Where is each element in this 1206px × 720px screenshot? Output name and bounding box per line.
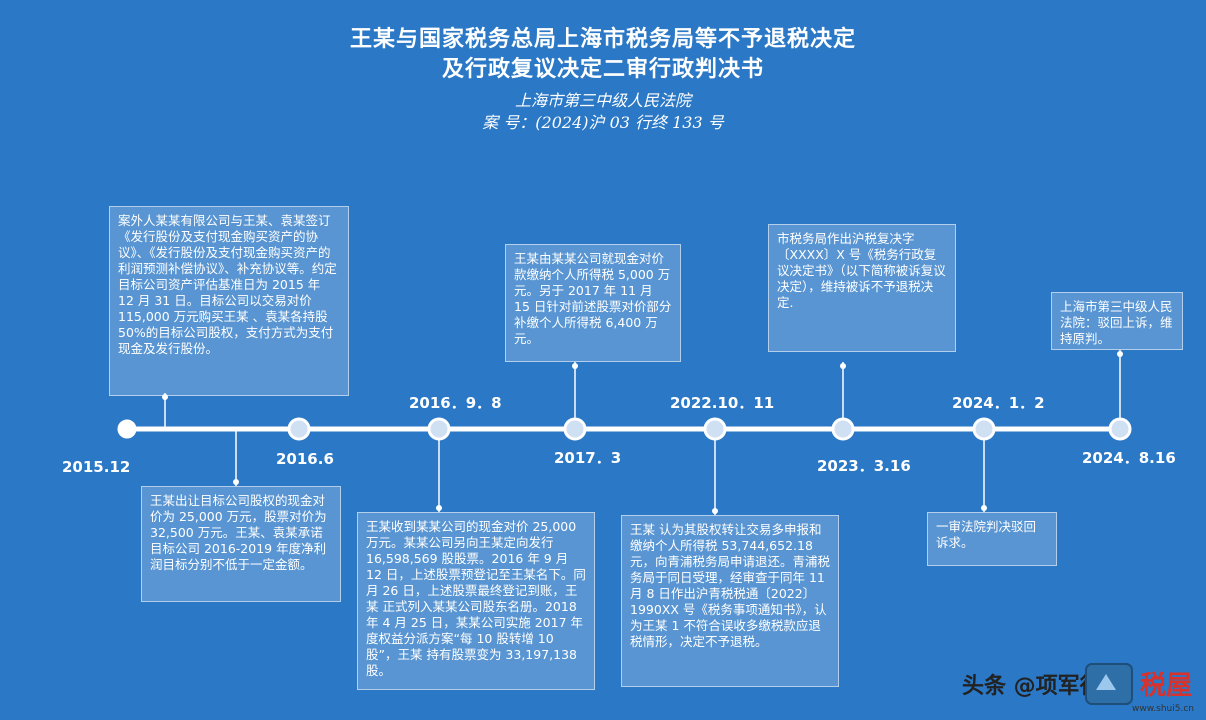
connector-dot-2024-8-16 — [1117, 351, 1123, 357]
event-box-2016-6: 王某出让目标公司股权的现金对价为 25,000 万元，股票对价为 32,500 … — [141, 486, 341, 602]
title-line-2: 及行政复议决定二审行政判决书 — [441, 56, 764, 82]
timeline-node-2017-3 — [563, 417, 587, 441]
logo-icon: 税屋 — [1085, 663, 1192, 705]
connector-dot-2016-6 — [233, 479, 239, 485]
event-box-2017-3: 王某由某某公司就现金对价款缴纳个人所得税 5,000 万元。另于 2017 年 … — [505, 244, 681, 362]
timeline-node-2022-10-11 — [703, 417, 727, 441]
site-logo: 税屋 www.shui5.cn — [1082, 660, 1200, 716]
date-label-2015-12: 2015.12 — [62, 458, 131, 476]
timeline-node-2024-8-16 — [1108, 417, 1132, 441]
title-line-1: 王某与国家税务总局上海市税务局等不予退税决定 — [349, 26, 856, 52]
timeline-node-2016-9-8 — [427, 417, 451, 441]
logo-text: www.shui5.cn — [1132, 704, 1194, 714]
connector-dot-2016-9-8 — [436, 505, 442, 511]
connector-dot-2022-10-11 — [712, 508, 718, 514]
event-box-2023-3-16: 市税务局作出沪税复决字〔XXXX〕X 号《税务行政复议决定书》（以下简称被诉复议… — [768, 224, 956, 352]
event-box-2022-10-11: 王某 认为其股权转让交易多申报和缴纳个人所得税 53,744,652.18 元，… — [621, 515, 839, 687]
event-box-2016-9-8: 王某收到某某公司的现金对价 25,000 万元。某某公司另向王某定向发行 16,… — [357, 512, 595, 690]
connector-dot-2017-3 — [572, 363, 578, 369]
timeline-node-2015-12 — [117, 419, 137, 439]
timeline-node-2023-3-16 — [831, 417, 855, 441]
connector-dot-2024-1-2 — [981, 505, 987, 511]
date-label-2016-6: 2016.6 — [276, 450, 334, 468]
timeline-node-2016-6 — [287, 417, 311, 441]
connector-dot-2023-3-16 — [840, 363, 846, 369]
date-label-2024-8-16: 2024．8.16 — [1082, 449, 1176, 467]
date-label-2016-9-8: 2016．9．8 — [409, 394, 502, 412]
date-label-2017-3: 2017．3 — [554, 449, 622, 467]
date-label-2024-1-2: 2024．1．2 — [952, 394, 1045, 412]
event-box-2024-1-2: 一审法院判决驳回诉求。 — [927, 512, 1057, 566]
event-box-2024-8-16: 上海市第三中级人民法院：驳回上诉，维持原判。 — [1051, 292, 1183, 350]
event-box-2015-12: 案外人某某有限公司与王某、袁某签订《发行股份及支付现金购买资产的协议》、《发行股… — [109, 206, 349, 396]
case-number: 案 号：(2024)沪 03 行终 133 号 — [482, 113, 724, 132]
date-label-2022-10-11: 2022.10．11 — [670, 394, 775, 412]
document-title: 王某与国家税务总局上海市税务局等不予退税决定 及行政复议决定二审行政判决书 — [0, 24, 1206, 84]
timeline-node-2024-1-2 — [972, 417, 996, 441]
svg-text:税屋: 税屋 — [1140, 671, 1192, 701]
court-info: 上海市第三中级人民法院 案 号：(2024)沪 03 行终 133 号 — [0, 90, 1206, 134]
court-name: 上海市第三中级人民法院 — [514, 91, 691, 110]
date-label-2023-3-16: 2023．3.16 — [817, 457, 911, 475]
